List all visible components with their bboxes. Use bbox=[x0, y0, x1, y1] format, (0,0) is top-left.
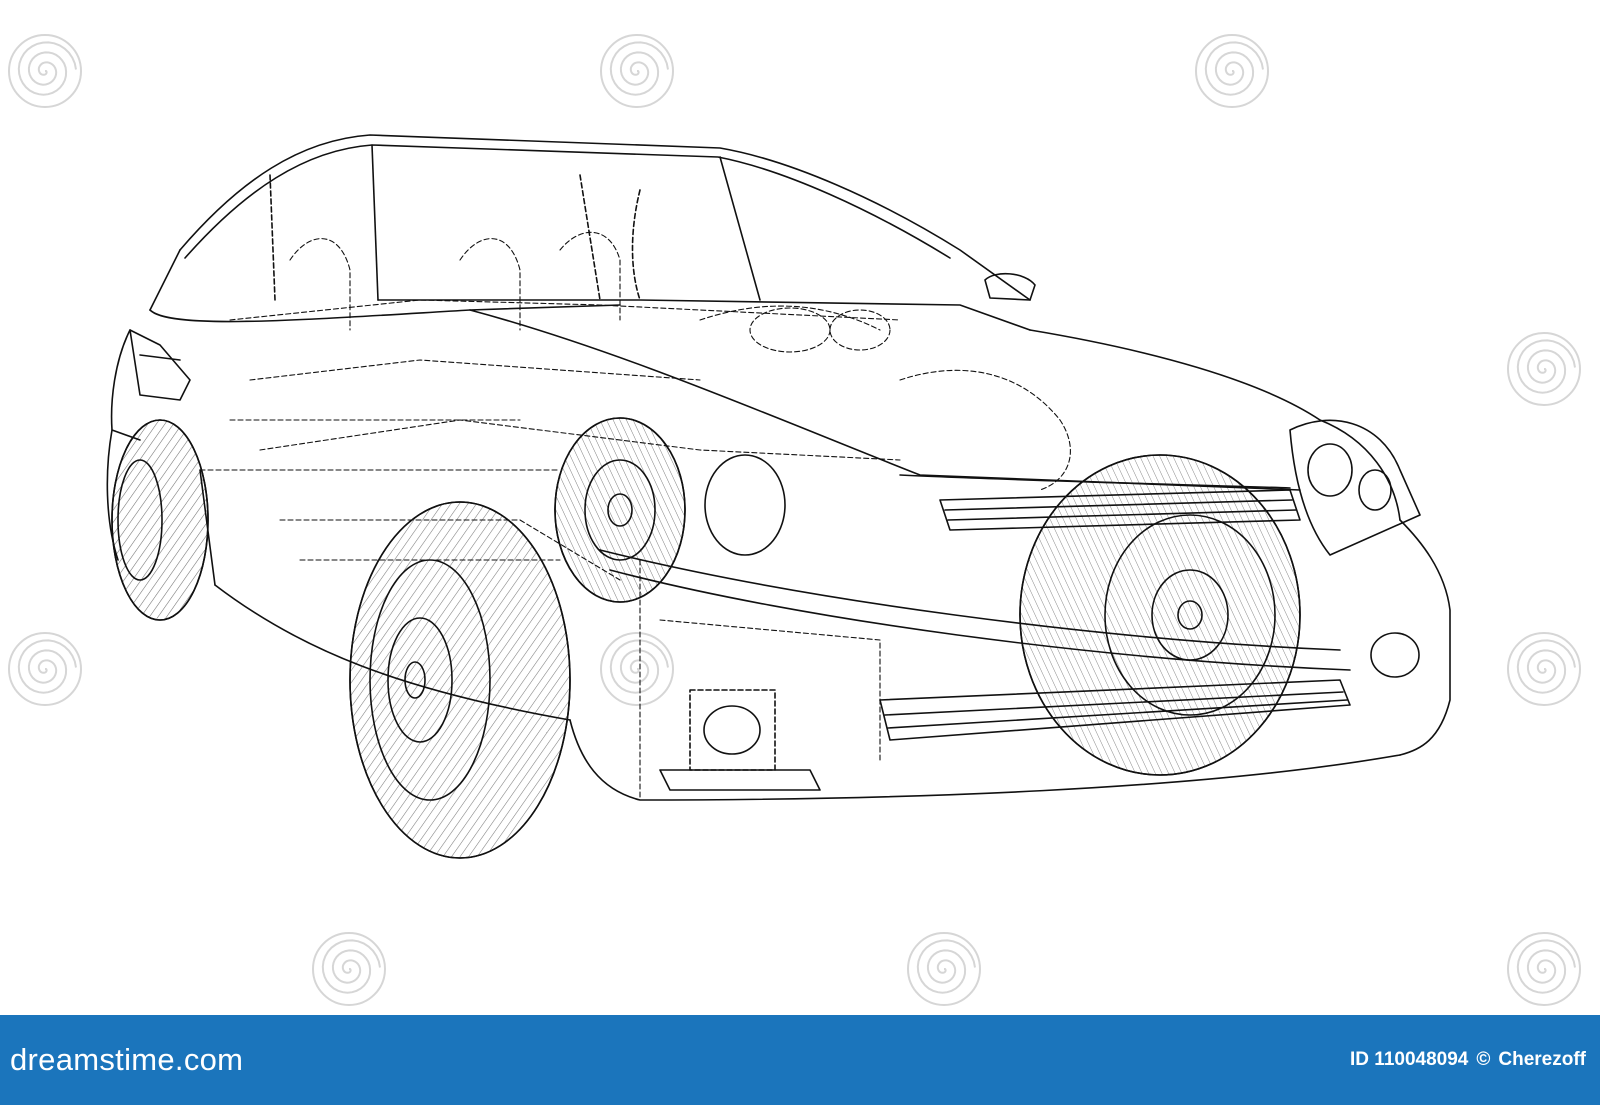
brand-text: dreamstime.com bbox=[10, 1042, 244, 1077]
brand-logo[interactable]: dreamstime.com bbox=[10, 1042, 243, 1078]
front-right-wheel bbox=[1019, 454, 1301, 776]
footer-bar: dreamstime.com ID 110048094 © Cherezoff bbox=[0, 1015, 1600, 1105]
front-left-wheel bbox=[349, 501, 571, 859]
copyright-symbol: © bbox=[1476, 1049, 1491, 1070]
author-name[interactable]: Cherezoff bbox=[1498, 1049, 1586, 1070]
image-credit: ID 110048094 © Cherezoff bbox=[1350, 1049, 1586, 1071]
car-wireframe-drawing bbox=[106, 134, 1451, 859]
image-id-text: ID 110048094 bbox=[1350, 1049, 1469, 1070]
side-mirror bbox=[984, 272, 1036, 301]
headlight bbox=[1289, 419, 1421, 556]
rear-right-wheel bbox=[554, 417, 786, 603]
image-stage bbox=[8, 34, 1581, 1006]
interior-details bbox=[199, 231, 1071, 801]
roof-outline bbox=[149, 134, 1031, 331]
rear-left-wheel bbox=[111, 419, 209, 621]
